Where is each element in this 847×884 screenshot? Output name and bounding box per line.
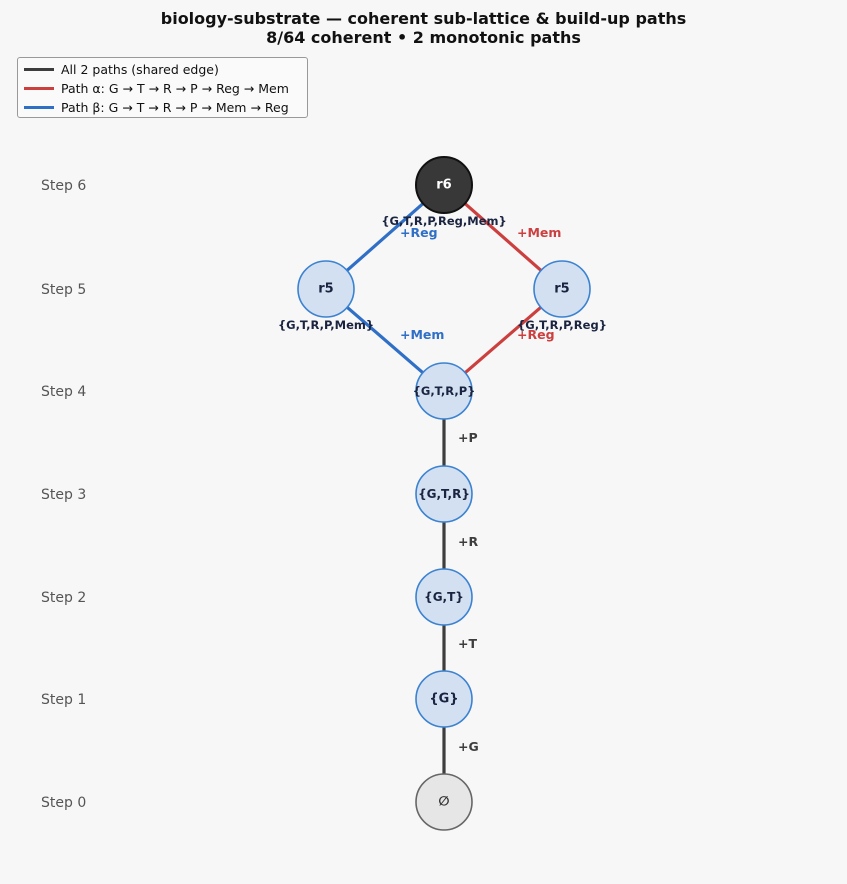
node-label-gt: {G,T} — [424, 590, 464, 604]
node-label-r5a: r5 — [318, 282, 333, 297]
step-label-3: Step 3 — [41, 487, 86, 503]
step-label-0: Step 0 — [41, 795, 86, 811]
node-r5a — [297, 260, 355, 318]
edge-label-g-gt: +T — [458, 636, 477, 651]
node-r5b — [533, 260, 591, 318]
edge-label-gtrp-r5a: +Mem — [400, 327, 444, 342]
legend-swatch-path-alpha — [24, 86, 54, 90]
edge-label-gtrp-r5b: +Reg — [517, 327, 555, 342]
step-label-4: Step 4 — [41, 384, 86, 400]
step-label-2: Step 2 — [41, 590, 86, 606]
legend: All 2 paths (shared edge) Path α: G → T … — [17, 57, 308, 118]
title-line-1: biology-substrate — coherent sub-lattice… — [160, 9, 687, 28]
edge-label-r5a-r6: +Reg — [400, 225, 438, 240]
title-line-2: 8/64 coherent • 2 monotonic paths — [266, 28, 581, 47]
step-label-5: Step 5 — [41, 282, 86, 298]
node-gtrp — [415, 362, 473, 420]
legend-item-path-beta: Path β: G → T → R → P → Mem → Reg — [24, 98, 289, 116]
legend-label-path-alpha: Path α: G → T → R → P → Reg → Mem — [61, 80, 289, 96]
edge-r5a-r6 — [345, 202, 425, 272]
edge-gtrp-r5b — [464, 306, 542, 374]
edge-label-empty-g: +G — [458, 739, 479, 754]
node-label-g: {G} — [429, 692, 458, 707]
node-g — [415, 670, 473, 728]
node-gt — [415, 568, 473, 626]
edge-label-gt-gtr: +R — [458, 534, 478, 549]
diagram-title: biology-substrate — coherent sub-lattice… — [0, 9, 847, 47]
node-empty — [415, 773, 473, 831]
edge-gtrp-r5a — [346, 306, 424, 374]
legend-label-shared: All 2 paths (shared edge) — [61, 61, 219, 77]
legend-item-shared: All 2 paths (shared edge) — [24, 60, 219, 78]
legend-swatch-path-beta — [24, 105, 54, 109]
node-r6 — [415, 156, 473, 214]
step-label-1: Step 1 — [41, 692, 86, 708]
node-label-r6: r6 — [436, 178, 451, 193]
edge-r5b-r6 — [463, 202, 543, 272]
node-label-r5b: r5 — [554, 282, 569, 297]
edge-label-r5b-r6: +Mem — [517, 225, 561, 240]
node-label-empty: ∅ — [438, 795, 449, 810]
node-gtr — [415, 465, 473, 523]
edge-label-gtr-gtrp: +P — [458, 430, 478, 445]
set-label-r5b: {G,T,R,P,Reg} — [517, 318, 607, 332]
node-label-gtrp: {G,T,R,P} — [413, 384, 476, 398]
legend-item-path-alpha: Path α: G → T → R → P → Reg → Mem — [24, 79, 289, 97]
step-label-6: Step 6 — [41, 178, 86, 194]
set-label-r5a: {G,T,R,P,Mem} — [278, 318, 374, 332]
node-label-gtr: {G,T,R} — [418, 487, 470, 501]
set-label-r6: {G,T,R,P,Reg,Mem} — [381, 214, 506, 228]
legend-swatch-shared — [24, 67, 54, 71]
legend-label-path-beta: Path β: G → T → R → P → Mem → Reg — [61, 99, 289, 115]
